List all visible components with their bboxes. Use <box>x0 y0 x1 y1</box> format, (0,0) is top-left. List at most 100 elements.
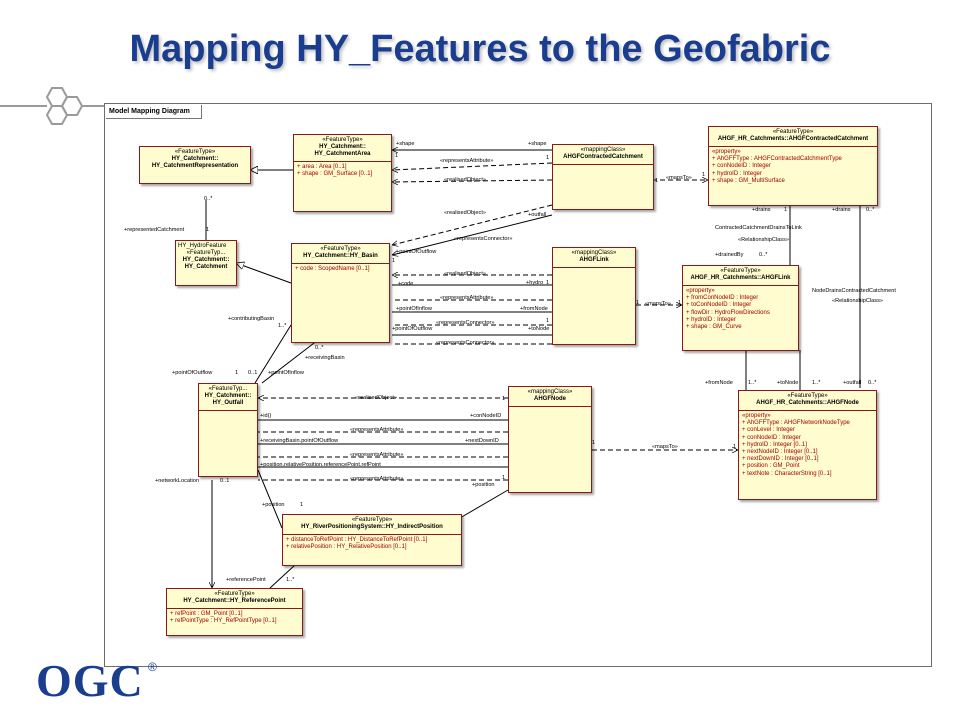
stereotype: «FeatureTyp... <box>208 386 248 392</box>
role-label: +toNode <box>528 326 550 332</box>
stereotype: «FeatureType» <box>720 268 761 274</box>
attribute: + hydroID : Integer <box>712 170 762 177</box>
attribute: + shape : GM_Surface [0..1] <box>297 171 373 178</box>
association-name-label: NodeDrainsContractedCatchment <box>812 288 896 294</box>
stereotype-label: «representsAttribute» <box>440 158 494 164</box>
multiplicity-label: 1 <box>592 440 596 446</box>
stereotype-label: «realisedObject» <box>444 177 486 183</box>
attribute: + conLevel : Integer <box>742 427 795 434</box>
class-name-line: HY_Catchment:: <box>319 144 366 150</box>
stereotype-label: «RelationshipClass» <box>832 298 883 304</box>
stereotype-label: «realisedObject» <box>444 210 486 216</box>
stereotype-label: «mapsTo» <box>645 301 671 307</box>
multiplicity-label: 1 <box>784 207 788 213</box>
role-label: +fromNode <box>705 380 733 386</box>
multiplicity-label: 1 <box>733 444 737 450</box>
role-label: +position <box>262 502 285 508</box>
class-ahgf-contracted-catchment[interactable]: «mappingClass» AHGFContractedCatchment <box>552 144 654 210</box>
role-label: +hydro <box>526 280 544 286</box>
class-name-line: HY_Catchment <box>184 264 228 270</box>
attribute: + refPoint : GM_Point [0..1] <box>170 611 243 617</box>
class-name-line: HY_Catchment:: <box>204 393 252 399</box>
attribute: + shape : GM_MultiSurface <box>712 177 785 184</box>
class-name-line: HY_Catchment::HY_ReferencePoint <box>183 598 286 604</box>
class-ahgf-node-type[interactable]: «FeatureType» AHGF_HR_Catchments::AHGFNo… <box>738 390 877 500</box>
class-name-line: «FeatureTyp... <box>186 250 226 256</box>
role-label: +shape <box>528 141 547 147</box>
multiplicity-label: 1 <box>678 300 682 306</box>
stereotype: «FeatureType» <box>787 393 828 399</box>
stereotype-label: «representsAttribute» <box>350 476 404 482</box>
multiplicity-label: 1..* <box>278 323 287 329</box>
attribute: + conNodeID : Integer <box>712 163 771 170</box>
role-label: +pointOfInflow <box>396 306 432 312</box>
class-name-line: HY_CatchmentArea <box>314 151 371 157</box>
stereotype: «FeatureType» <box>322 137 363 143</box>
multiplicity-label: 1 <box>702 172 706 178</box>
stereotype: «mappingClass» <box>527 389 573 395</box>
role-label: +id() <box>260 413 272 419</box>
role-label: +outfall <box>843 380 862 386</box>
attribute: + textNote : CharacterString [0..1] <box>742 470 832 477</box>
registered-mark: ® <box>148 660 157 674</box>
class-name-line: HY_Outfall <box>212 400 244 406</box>
class-hy-catchment[interactable]: HY_HydroFeature «FeatureTyp... HY_Catchm… <box>175 240 237 286</box>
stereotype: «FeatureType» <box>174 149 216 155</box>
multiplicity-label: 0..* <box>204 196 213 202</box>
stereotype-label: «representsAttribute» <box>350 452 404 458</box>
role-label: +drainedBy <box>715 252 744 258</box>
multiplicity-label: 1 <box>502 396 506 402</box>
stereotype-label: «realisedObject» <box>355 395 397 401</box>
role-label: +position.relativePosition.referencePoin… <box>260 462 381 468</box>
class-ahgf-link-type[interactable]: «FeatureType» AHGF_HR_Catchments::AHGFLi… <box>682 265 799 351</box>
role-label: +receivingBasin.pointOfOutflow <box>260 438 339 444</box>
role-label: +referencePoint <box>226 577 266 583</box>
multiplicity-label: 1..* <box>748 380 757 386</box>
stereotype-label: «representsConnector» <box>436 340 495 346</box>
class-hy-basin[interactable]: «FeatureType» HY_Catchment::HY_Basin + c… <box>291 243 390 343</box>
multiplicity-label: 1 <box>392 258 396 264</box>
attribute: + AhGFFType : AHGFNetworkNodeType <box>742 420 850 427</box>
role-label: +fromNode <box>520 306 548 312</box>
multiplicity-label: 0..* <box>868 380 877 386</box>
attribute: + area : Area [0..1] <box>297 164 347 170</box>
class-hy-indirect-position[interactable]: «FeatureType» HY_RiverPositioningSystem:… <box>282 514 462 566</box>
multiplicity-label: 1 <box>206 227 210 233</box>
role-label: +pointOfOutflow <box>392 326 433 332</box>
attribute: + nextNodeID : Integer [0..1] <box>742 449 818 456</box>
class-hy-reference-point[interactable]: «FeatureType» HY_Catchment::HY_Reference… <box>166 588 303 636</box>
class-name-line: AHGF_HR_Catchments::AHGFLink <box>690 275 791 281</box>
attribute: + fromConNodeID : Integer <box>686 295 759 302</box>
attribute: + flowDir : HydroFlowDirections <box>686 309 770 316</box>
attribute: + hydroID : Integer [0..1] <box>742 441 807 448</box>
role-label: +networkLocation <box>155 478 200 484</box>
class-name-line: AHGF_HR_Catchments::AHGFNode <box>756 400 859 406</box>
stereotype-label: «representsAttribute» <box>440 295 494 301</box>
ogc-logo: OGC <box>36 655 144 706</box>
class-hy-catchment-area[interactable]: «FeatureType» HY_Catchment:: HY_Catchmen… <box>293 134 392 212</box>
class-hy-catchment-representation[interactable]: «FeatureType» HY_Catchment:: HY_Catchmen… <box>139 146 251 184</box>
role-label: +code <box>398 281 414 287</box>
attribute: + relativePosition : HY_RelativePosition… <box>286 544 407 551</box>
multiplicity-label: 1 <box>546 155 550 161</box>
class-ahgf-link[interactable]: «mappingClass» AHGFLink <box>552 247 636 345</box>
class-ahgf-contracted-catchment-type[interactable]: «FeatureType» AHGF_HR_Catchments::AHGFCo… <box>708 126 878 206</box>
class-name-line: AHGFLink <box>579 257 609 263</box>
attribute: + hydroID : Integer <box>686 316 736 323</box>
attribute: + shape : GM_Curve <box>686 324 742 331</box>
association-name-label: ContractedCatchmentDrainsToLink <box>715 225 802 231</box>
stereotype-label: «mapsTo» <box>652 444 678 450</box>
class-hy-outfall[interactable]: «FeatureTyp... HY_Catchment:: HY_Outfall <box>198 383 258 477</box>
attribute: + position : GM_Point <box>742 463 800 470</box>
role-label: +drains <box>832 207 851 213</box>
multiplicity-label: 1 <box>235 370 239 376</box>
stereotype: «mappingClass» <box>580 147 626 153</box>
stereotype-label: «representsAttribute» <box>350 427 404 433</box>
multiplicity-label: 0..* <box>866 207 875 213</box>
multiplicity-label: 1..* <box>286 577 295 583</box>
stereotype-label: «representsConnector» <box>454 236 513 242</box>
stereotype-label: «mapsTo» <box>666 175 692 181</box>
class-ahgf-node[interactable]: «mappingClass» AHGFNode <box>508 386 592 493</box>
multiplicity-label: 1..* <box>812 380 821 386</box>
